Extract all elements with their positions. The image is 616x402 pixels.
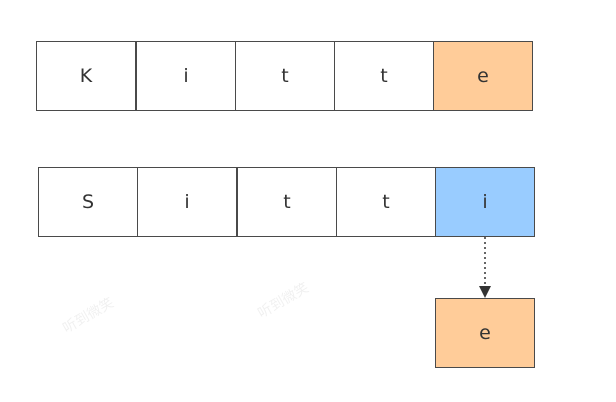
top-row-cell-3: t [235,41,335,111]
bottom-row-cell-1: S [38,167,138,237]
bottom-row-cell-2: i [137,167,237,237]
bottom-row-cell-3: t [237,167,337,237]
bottom-row-cell-5-highlighted: i [435,167,535,237]
arrow-head [479,286,491,298]
top-row-cell-4: t [334,41,434,111]
bottom-row-cell-4: t [336,167,436,237]
top-row-cell-2: i [136,41,236,111]
top-row-cell-5-highlighted: e [433,41,533,111]
replacement-cell: e [435,298,535,368]
watermark: 听到微笑 [60,294,117,337]
watermark: 听到微笑 [255,279,312,322]
top-row-cell-1: K [36,41,136,111]
